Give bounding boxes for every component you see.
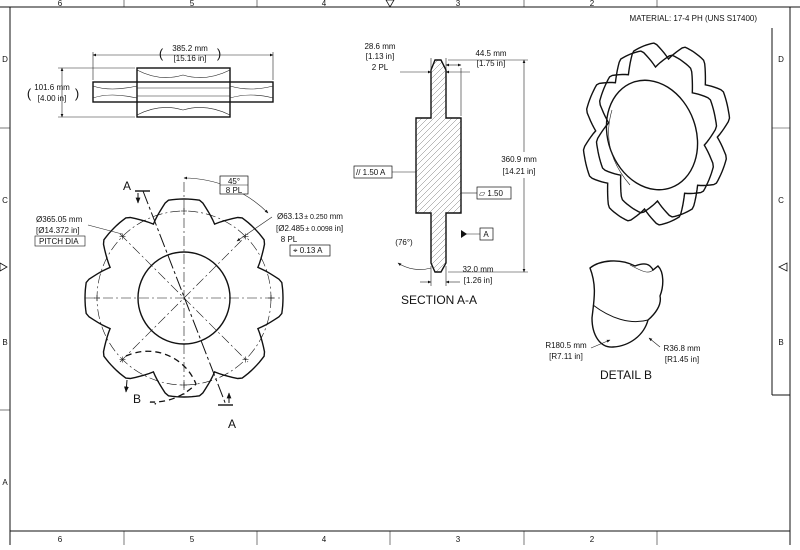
detail-title: DETAIL B	[600, 368, 652, 382]
sprocket-profile	[84, 198, 284, 398]
front-view: A A B 45° 8 PL Ø365.05 mm [Ø14.372 in] P…	[34, 175, 343, 431]
detail-b-boundary	[125, 350, 197, 405]
detail-r2-mm: R36.8 mm	[664, 344, 701, 353]
zone-row-label: B	[2, 338, 7, 347]
datum-label: A	[483, 230, 489, 239]
detail-view: R180.5 mm [R7.11 in] R36.8 mm [R1.45 in]…	[545, 260, 701, 382]
position-fcf: ⌖ 0.13 A	[293, 246, 323, 255]
zone-labels: 6 5 4 3 2 6 5 4 3 2 D C B A D C B	[2, 0, 784, 544]
section-view: 28.6 mm [1.13 in] 2 PL 44.5 mm [1.75 in]…	[353, 42, 540, 307]
detail-letter: B	[133, 392, 141, 406]
zone-col-label: 6	[58, 535, 63, 544]
zone-row-label: D	[2, 55, 8, 64]
zone-col-label: 2	[590, 0, 595, 8]
zone-col-label: 4	[322, 0, 327, 8]
zone-col-label: 6	[58, 0, 63, 8]
zone-row-label: C	[2, 196, 8, 205]
zone-row-label: C	[778, 196, 784, 205]
zone-col-label: 4	[322, 535, 327, 544]
zone-col-label: 3	[456, 535, 461, 544]
top-height-in: [4.00 in]	[38, 94, 66, 103]
bottom-in: [1.26 in]	[464, 276, 492, 285]
top-width-in: [15.16 in]	[174, 54, 207, 63]
hub-count: 2 PL	[372, 63, 389, 72]
top-width-mm: 385.2 mm	[172, 44, 208, 53]
hub-mm: 28.6 mm	[364, 42, 395, 51]
detail-r1-in: [R7.11 in]	[549, 352, 583, 361]
width-in: [1.75 in]	[477, 59, 505, 68]
dia-mm: 360.9 mm	[501, 155, 537, 164]
zone-col-label: 2	[590, 535, 595, 544]
pitch-dia-label: PITCH DIA	[39, 237, 79, 246]
zone-col-label: 3	[456, 0, 461, 8]
isometric-view	[582, 42, 731, 226]
flat-fcf: ▱ 1.50	[479, 189, 503, 198]
section-angle: (76°)	[395, 238, 413, 247]
detail-r1-mm: R180.5 mm	[545, 341, 587, 350]
hub-in: [1.13 in]	[366, 52, 394, 61]
section-title: SECTION A-A	[401, 293, 477, 307]
svg-text:(: (	[159, 46, 164, 61]
section-letter-top: A	[123, 179, 131, 193]
angle-value: 45°	[228, 177, 240, 186]
pitch-dia-in: [Ø14.372 in]	[36, 226, 80, 235]
svg-text:(: (	[27, 86, 32, 101]
top-height-mm: 101.6 mm	[34, 83, 70, 92]
zone-col-label: 5	[190, 535, 195, 544]
material-note: MATERIAL: 17-4 PH (UNS S17400)	[630, 14, 758, 23]
zone-row-label: A	[2, 478, 8, 487]
width-mm: 44.5 mm	[475, 49, 506, 58]
section-letter-bottom: A	[228, 417, 236, 431]
zone-col-label: 5	[190, 0, 195, 8]
svg-text:): )	[75, 86, 79, 101]
svg-text:): )	[217, 46, 221, 61]
dia-in: [14.21 in]	[503, 167, 536, 176]
zone-row-label: B	[778, 338, 783, 347]
hole-count: 8 PL	[281, 235, 298, 244]
pitch-dia-mm: Ø365.05 mm	[36, 215, 83, 224]
parallel-fcf: // 1.50 A	[356, 168, 386, 177]
angle-count: 8 PL	[226, 186, 243, 195]
zone-row-label: D	[778, 55, 784, 64]
detail-r2-in: [R1.45 in]	[665, 355, 699, 364]
bottom-mm: 32.0 mm	[462, 265, 493, 274]
top-view: 385.2 mm [15.16 in] ( ) 101.6 mm [4.00 i…	[27, 44, 274, 118]
